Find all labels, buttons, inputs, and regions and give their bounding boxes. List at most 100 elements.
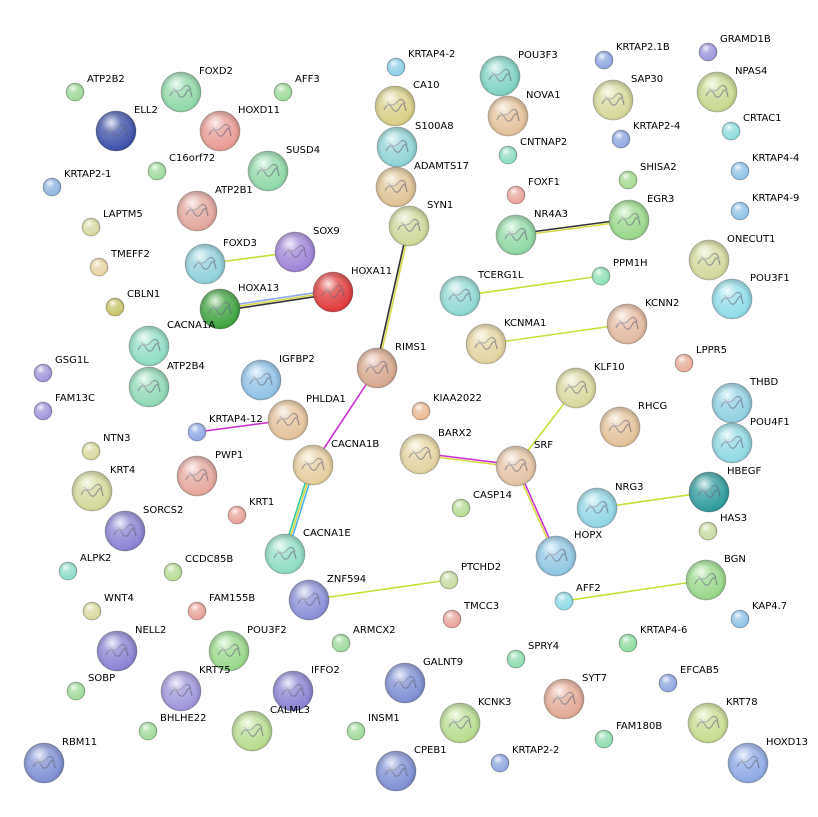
node-rbm11[interactable]: RBM11 — [23, 737, 97, 784]
node-pou3f2[interactable]: POU3F2 — [208, 625, 287, 672]
node-cacna1a[interactable]: CACNA1A — [128, 320, 215, 367]
node-insm1[interactable]: INSM1 — [346, 713, 400, 741]
node-syn1[interactable]: SYN1 — [388, 200, 453, 247]
node-znf594[interactable]: ZNF594 — [288, 574, 366, 621]
node-efcab5[interactable]: EFCAB5 — [658, 665, 719, 693]
node-pwp1[interactable]: PWP1 — [176, 450, 243, 497]
node-alpk2[interactable]: ALPK2 — [58, 553, 111, 581]
node-barx2[interactable]: BARX2 — [399, 428, 472, 475]
node-hopx[interactable]: HOPX — [535, 530, 602, 577]
node-spry4[interactable]: SPRY4 — [506, 641, 559, 669]
node-krt75[interactable]: KRT75 — [160, 665, 231, 712]
node-adamts17[interactable]: ADAMTS17 — [375, 161, 469, 208]
node-nell2[interactable]: NELL2 — [96, 625, 166, 672]
node-tmcc3[interactable]: TMCC3 — [442, 601, 499, 629]
node-sox9[interactable]: SOX9 — [274, 226, 340, 273]
node-krt1[interactable]: KRT1 — [227, 497, 274, 525]
node-atp2b4[interactable]: ATP2B4 — [128, 361, 205, 408]
node-galnt9[interactable]: GALNT9 — [384, 657, 463, 704]
node-krtap2-1[interactable]: KRTAP2-1 — [42, 169, 111, 197]
node-aff2[interactable]: AFF2 — [554, 583, 601, 611]
node-ntn3[interactable]: NTN3 — [81, 433, 130, 461]
node-laptm5[interactable]: LAPTM5 — [81, 209, 143, 237]
node-nrg3[interactable]: NRG3 — [576, 482, 644, 529]
node-cntnap2[interactable]: CNTNAP2 — [498, 137, 567, 165]
node-wnt4[interactable]: WNT4 — [82, 593, 134, 621]
node-fam180b[interactable]: FAM180B — [594, 721, 662, 749]
node-klf10[interactable]: KLF10 — [555, 362, 625, 409]
node-ca10[interactable]: CA10 — [374, 80, 440, 127]
node-tcerg1l[interactable]: TCERG1L — [439, 270, 524, 317]
node-cbln1[interactable]: CBLN1 — [105, 289, 160, 317]
node-pou3f3[interactable]: POU3F3 — [479, 50, 558, 97]
node-cacna1e[interactable]: CACNA1E — [264, 528, 351, 575]
node-krtap2.1b[interactable]: KRTAP2.1B — [594, 42, 670, 70]
node-foxd3[interactable]: FOXD3 — [184, 238, 257, 285]
node-syt7[interactable]: SYT7 — [543, 673, 607, 720]
node-nova1[interactable]: NOVA1 — [487, 90, 561, 137]
node-calml3[interactable]: CALML3 — [231, 705, 310, 752]
node-susd4[interactable]: SUSD4 — [247, 145, 320, 192]
node-has3[interactable]: HAS3 — [698, 513, 747, 541]
node-pou4f1[interactable]: POU4F1 — [711, 417, 790, 464]
node-kap4.7[interactable]: KAP4.7 — [730, 601, 787, 629]
node-kiaa2022[interactable]: KIAA2022 — [411, 393, 482, 421]
node-ptchd2[interactable]: PTCHD2 — [439, 562, 501, 590]
node-foxd2[interactable]: FOXD2 — [160, 66, 233, 113]
node-kcnn2[interactable]: KCNN2 — [606, 298, 679, 345]
node-igfbp2[interactable]: IGFBP2 — [240, 354, 315, 401]
node-cacna1b[interactable]: CACNA1B — [292, 439, 379, 486]
node-krtap4-6[interactable]: KRTAP4-6 — [618, 625, 687, 653]
node-thbd[interactable]: THBD — [711, 377, 778, 424]
node-c16orf72[interactable]: C16orf72 — [147, 153, 215, 181]
node-hoxd13[interactable]: HOXD13 — [727, 737, 808, 784]
node-hoxa13[interactable]: HOXA13 — [199, 283, 279, 330]
node-s100a8[interactable]: S100A8 — [376, 121, 454, 168]
node-fam13c[interactable]: FAM13C — [33, 393, 95, 421]
node-krtap2-2[interactable]: KRTAP2-2 — [490, 745, 559, 773]
node-hoxd11[interactable]: HOXD11 — [199, 105, 280, 152]
node-hoxa11[interactable]: HOXA11 — [312, 266, 392, 313]
node-kcnma1[interactable]: KCNMA1 — [465, 318, 546, 365]
node-pou3f1[interactable]: POU3F1 — [711, 273, 790, 320]
node-npas4[interactable]: NPAS4 — [696, 66, 767, 113]
node-sorcs2[interactable]: SORCS2 — [104, 505, 183, 552]
node-krtap2-4[interactable]: KRTAP2-4 — [611, 121, 680, 149]
node-foxf1[interactable]: FOXF1 — [506, 177, 560, 205]
node-ccdc85b[interactable]: CCDC85B — [163, 554, 233, 582]
node-hbegf[interactable]: HBEGF — [688, 466, 761, 513]
node-srf[interactable]: SRF — [495, 440, 553, 487]
node-nr4a3[interactable]: NR4A3 — [495, 209, 568, 256]
node-casp14[interactable]: CASP14 — [451, 490, 512, 518]
node-iffo2[interactable]: IFFO2 — [272, 665, 340, 712]
node-shisa2[interactable]: SHISA2 — [618, 162, 677, 190]
node-cpeb1[interactable]: CPEB1 — [375, 745, 447, 792]
node-ppm1h[interactable]: PPM1H — [591, 258, 648, 286]
node-phlda1[interactable]: PHLDA1 — [267, 394, 346, 441]
node-ell2[interactable]: ELL2 — [95, 105, 158, 152]
node-sobp[interactable]: SOBP — [66, 673, 115, 701]
node-lppr5[interactable]: LPPR5 — [674, 345, 727, 373]
node-onecut1[interactable]: ONECUT1 — [688, 234, 775, 281]
node-egr3[interactable]: EGR3 — [608, 194, 674, 241]
node-atp2b1[interactable]: ATP2B1 — [176, 185, 253, 232]
node-rhcg[interactable]: RHCG — [599, 401, 667, 448]
node-gramd1b[interactable]: GRAMD1B — [698, 34, 771, 62]
node-fam155b[interactable]: FAM155B — [187, 593, 255, 621]
node-rims1[interactable]: RIMS1 — [356, 342, 426, 389]
node-crtac1[interactable]: CRTAC1 — [721, 113, 782, 141]
node-krtap4-4[interactable]: KRTAP4-4 — [730, 153, 799, 181]
node-bgn[interactable]: BGN — [685, 554, 746, 601]
node-sap30[interactable]: SAP30 — [592, 74, 663, 121]
node-krtap4-9[interactable]: KRTAP4-9 — [730, 193, 799, 221]
node-atp2b2[interactable]: ATP2B2 — [65, 74, 125, 102]
node-krtap4-2[interactable]: KRTAP4-2 — [386, 49, 455, 77]
node-armcx2[interactable]: ARMCX2 — [331, 625, 396, 653]
node-gsg1l[interactable]: GSG1L — [33, 355, 89, 383]
node-krt78[interactable]: KRT78 — [687, 697, 758, 744]
node-bhlhe22[interactable]: BHLHE22 — [138, 713, 207, 741]
node-aff3[interactable]: AFF3 — [273, 74, 320, 102]
node-kcnk3[interactable]: KCNK3 — [439, 697, 511, 744]
node-krtap4-12[interactable]: KRTAP4-12 — [187, 414, 263, 442]
node-krt4[interactable]: KRT4 — [71, 465, 135, 512]
